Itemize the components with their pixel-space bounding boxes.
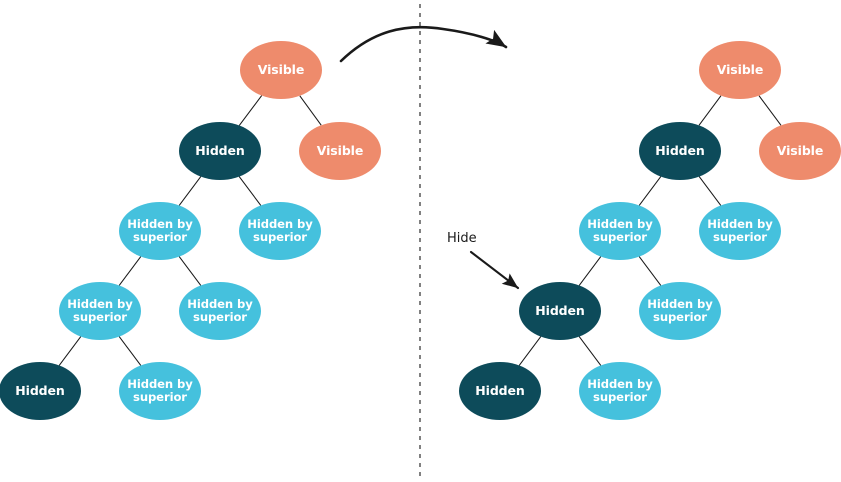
tree-node-label: Hidden [475,383,525,398]
tree-node-label: Hidden [535,303,585,318]
tree-node-label: Hidden by superior [127,217,193,244]
tree-node-label: Hidden [15,383,65,398]
tree-edge [178,176,202,206]
tree-node-hidden-by-superior[interactable]: Hidden by superior [579,362,661,420]
tree-node-label: Hidden by superior [587,217,653,244]
tree-node-label: Hidden [655,143,705,158]
tree-node-visible[interactable]: Visible [299,122,381,180]
tree-node-label: Hidden by superior [127,377,193,404]
tree-edge [178,256,202,286]
tree-node-hidden-by-superior[interactable]: Hidden by superior [699,202,781,260]
tree-edge [638,176,662,206]
tree-node-hidden[interactable]: Hidden [0,362,81,420]
tree-edge [118,336,142,366]
tree-node-hidden-by-superior[interactable]: Hidden by superior [179,282,261,340]
tree-node-label: Hidden by superior [247,217,313,244]
hide-arrow-icon [469,250,520,290]
tree-edge [758,95,782,126]
tree-node-label: Visible [716,62,764,77]
tree-edge [698,95,722,126]
tree-node-hidden-by-superior[interactable]: Hidden by superior [59,282,141,340]
tree-node-hidden-by-superior[interactable]: Hidden by superior [579,202,661,260]
tree-node-label: Hidden by superior [707,217,773,244]
tree-node-label: Visible [776,143,824,158]
tree-edge [238,176,262,206]
tree-edge [238,95,263,126]
tree-node-hidden-by-superior[interactable]: Hidden by superior [119,202,201,260]
tree-node-hidden[interactable]: Hidden [519,282,601,340]
tree-edge [638,256,662,286]
tree-node-hidden-by-superior[interactable]: Hidden by superior [639,282,721,340]
tree-node-hidden[interactable]: Hidden [179,122,261,180]
tree-node-visible[interactable]: Visible [240,41,322,99]
tree-edge [578,336,602,366]
tree-node-hidden[interactable]: Hidden [639,122,721,180]
tree-edge [518,336,542,366]
hide-annotation-label: Hide [447,231,477,246]
tree-edge [698,176,722,206]
tree-edge [578,256,602,286]
tree-node-label: Hidden by superior [647,297,713,324]
tree-node-label: Visible [316,143,364,158]
tree-node-label: Hidden by superior [67,297,133,324]
transform-arrow-icon [339,25,508,63]
tree-edge [299,95,322,126]
tree-edge [58,336,82,366]
tree-node-label: Visible [257,62,305,77]
tree-node-hidden-by-superior[interactable]: Hidden by superior [119,362,201,420]
tree-node-visible[interactable]: Visible [759,122,841,180]
tree-node-hidden-by-superior[interactable]: Hidden by superior [239,202,321,260]
tree-node-label: Hidden [195,143,245,158]
tree-edge [118,256,142,286]
tree-node-hidden[interactable]: Hidden [459,362,541,420]
tree-node-label: Hidden by superior [587,377,653,404]
tree-node-label: Hidden by superior [187,297,253,324]
tree-node-visible[interactable]: Visible [699,41,781,99]
